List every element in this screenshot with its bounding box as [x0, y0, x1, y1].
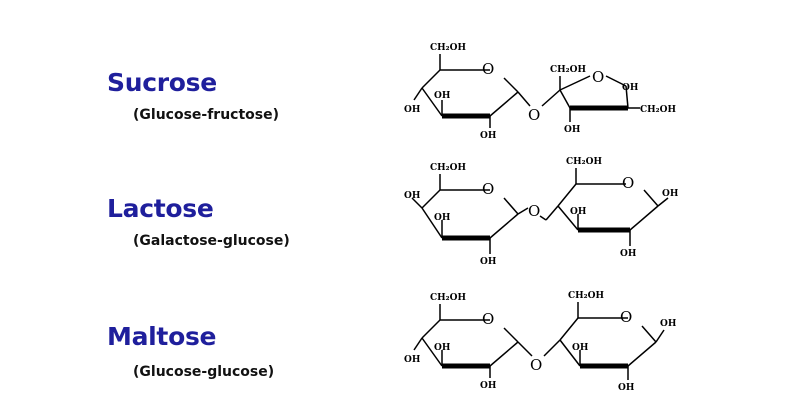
glycosidic-oxygen-label: O	[528, 106, 540, 124]
disaccharide-composition: (Glucose-glucose)	[133, 364, 275, 380]
disaccharide-name: Lactose	[107, 194, 214, 223]
maltose-row: Maltose (Glucose-glucose) CH₂OH O OH OH …	[0, 260, 800, 393]
oh-label: OH	[570, 207, 587, 217]
glucose-ring	[413, 54, 531, 128]
lactose-structure: CH₂OH O OH OH OH O CH₂OH O OH OH OH	[404, 157, 679, 267]
oh-label: OH	[404, 355, 421, 365]
glucose-ring	[557, 168, 669, 246]
sucrose-row: Sucrose (Glucose-fructose) CH₂OH O OH OH…	[0, 0, 800, 141]
ring-oxygen-label: O	[622, 174, 634, 192]
ch2oh-label: CH₂OH	[430, 293, 466, 303]
oh-label: OH	[434, 343, 451, 353]
glucose-ring-left	[413, 304, 533, 378]
oh-label: OH	[660, 319, 677, 329]
ch2oh-label: CH₂OH	[430, 163, 466, 173]
glycosidic-oxygen-label: O	[530, 356, 542, 374]
oh-label: OH	[620, 249, 637, 259]
oh-label: OH	[564, 125, 581, 135]
glucose-ring-right	[559, 302, 665, 380]
oh-label: OH	[480, 381, 497, 391]
ch2oh-label: CH₂OH	[568, 291, 604, 301]
sucrose-structure: CH₂OH O OH OH OH O CH₂OH O OH CH₂OH OH	[404, 43, 676, 141]
oh-label: OH	[618, 383, 635, 393]
oh-label: OH	[622, 83, 639, 93]
disaccharide-name: Sucrose	[107, 68, 217, 97]
galactose-ring	[411, 174, 529, 254]
ring-oxygen-label: O	[482, 180, 494, 198]
ch2oh-label: CH₂OH	[640, 105, 676, 115]
oh-label: OH	[662, 189, 679, 199]
oh-label: OH	[434, 213, 451, 223]
oh-label: OH	[572, 343, 589, 353]
oh-label: OH	[480, 257, 497, 267]
ring-oxygen-label: O	[620, 308, 632, 326]
fructose-ring	[559, 75, 640, 122]
disaccharide-name: Maltose	[107, 322, 217, 351]
ring-oxygen-label: O	[482, 60, 494, 78]
oh-label: OH	[404, 191, 421, 201]
maltose-structure: CH₂OH O OH OH OH O CH₂OH O OH OH OH	[404, 291, 677, 393]
ch2oh-label: CH₂OH	[566, 157, 602, 167]
ring-oxygen-label: O	[592, 68, 604, 86]
ch2oh-label: CH₂OH	[550, 65, 586, 75]
disaccharide-composition: (Glucose-fructose)	[133, 107, 280, 123]
ch2oh-label: CH₂OH	[430, 43, 466, 53]
lactose-row: Lactose (Galactose-glucose) CH₂OH O OH O…	[0, 130, 800, 267]
oh-label: OH	[434, 91, 451, 101]
oh-label: OH	[404, 105, 421, 115]
glycosidic-oxygen-label: O	[528, 202, 540, 220]
ring-oxygen-label: O	[482, 310, 494, 328]
oh-label: OH	[480, 131, 497, 141]
disaccharide-composition: (Galactose-glucose)	[133, 233, 290, 249]
